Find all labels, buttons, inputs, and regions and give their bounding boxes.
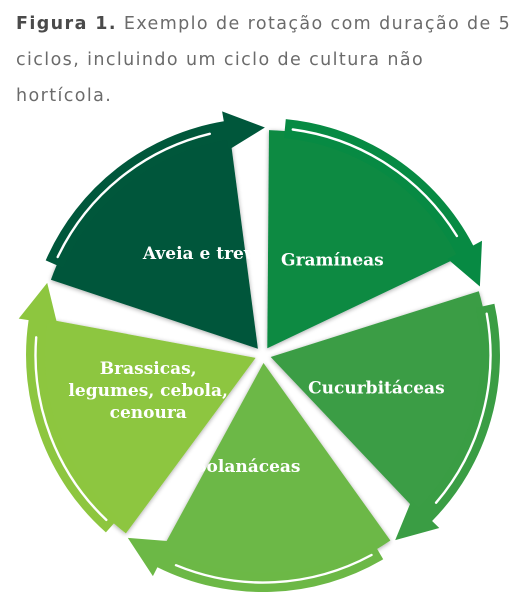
label-line-brassicas: Brassicas, bbox=[100, 359, 197, 379]
label-gramineas: Gramíneas bbox=[281, 251, 384, 271]
arrow-line-cucurbitaceas bbox=[434, 312, 492, 504]
label-solanaceas: Solanáceas bbox=[194, 457, 300, 477]
segment-brassicas bbox=[38, 318, 256, 534]
label-line-solanaceas: Solanáceas bbox=[194, 457, 300, 477]
arrow-brassicas bbox=[18, 282, 119, 533]
segment-gramineas bbox=[267, 130, 465, 349]
segment-aveia-e-trevo bbox=[50, 132, 258, 349]
arrow-line-brassicas bbox=[34, 336, 108, 522]
arrow-line-aveia-e-trevo bbox=[56, 132, 211, 259]
label-brassicas: Brassicas,legumes, cebola,cenoura bbox=[68, 359, 228, 423]
figure-caption: Figura 1. Exemplo de rotação com duração… bbox=[16, 6, 521, 114]
figure-label: Figura 1. bbox=[16, 14, 117, 34]
label-line-cucurbitaceas: Cucurbitáceas bbox=[308, 379, 445, 399]
segment-cucurbitaceas bbox=[270, 291, 489, 516]
arrow-gramineas bbox=[284, 119, 482, 287]
segment-solanaceas bbox=[159, 363, 391, 581]
label-line-brassicas: legumes, cebola, bbox=[68, 381, 228, 401]
label-line-gramineas: Gramíneas bbox=[281, 251, 384, 271]
label-line-aveia-e-trevo: Aveia e trevo bbox=[142, 244, 265, 264]
label-aveia-e-trevo: Aveia e trevo bbox=[142, 244, 265, 264]
label-cucurbitaceas: Cucurbitáceas bbox=[308, 379, 445, 399]
arrow-aveia-e-trevo bbox=[45, 111, 265, 269]
arrow-line-solanaceas bbox=[174, 553, 373, 584]
arrow-solanaceas bbox=[127, 537, 384, 593]
label-line-brassicas: cenoura bbox=[110, 403, 187, 423]
arrow-line-gramineas bbox=[291, 128, 459, 238]
caption-text: Exemplo de rotação com duração de 5 cicl… bbox=[16, 14, 512, 106]
